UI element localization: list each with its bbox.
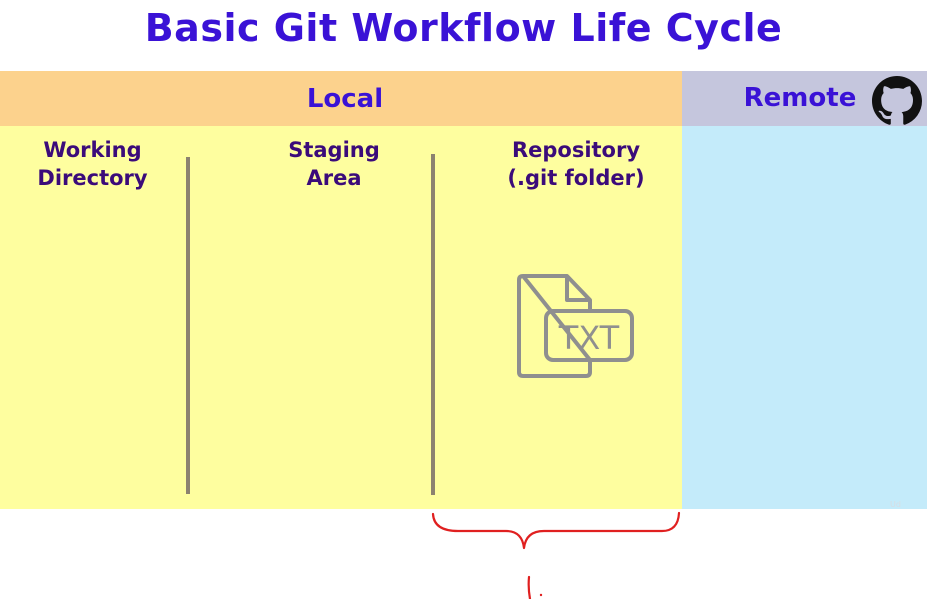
remote-label: Remote <box>743 83 857 113</box>
working-directory-line1: Working <box>43 138 142 162</box>
staging-area-line2: Area <box>306 166 362 190</box>
txt-label: TXT <box>558 319 620 357</box>
working-directory-line2: Directory <box>37 166 148 190</box>
repository-line1: Repository <box>511 138 641 162</box>
repository-label: Repository (.git folder) <box>490 136 662 192</box>
repository-line2: (.git folder) <box>507 166 645 190</box>
staging-area-label: Staging Area <box>264 136 404 192</box>
watermark: Ud <box>890 500 901 509</box>
page-title: Basic Git Workflow Life Cycle <box>144 6 783 50</box>
github-icon <box>872 76 922 125</box>
local-header <box>0 71 682 126</box>
local-label: Local <box>306 84 384 114</box>
working-directory-label: Working Directory <box>20 136 165 192</box>
local-area <box>0 126 682 509</box>
divider-working-staging <box>186 157 190 494</box>
txt-file-icon: TXT <box>517 274 634 378</box>
staging-area-line1: Staging <box>288 138 380 162</box>
remote-area <box>682 126 927 509</box>
divider-staging-repository <box>431 154 435 495</box>
